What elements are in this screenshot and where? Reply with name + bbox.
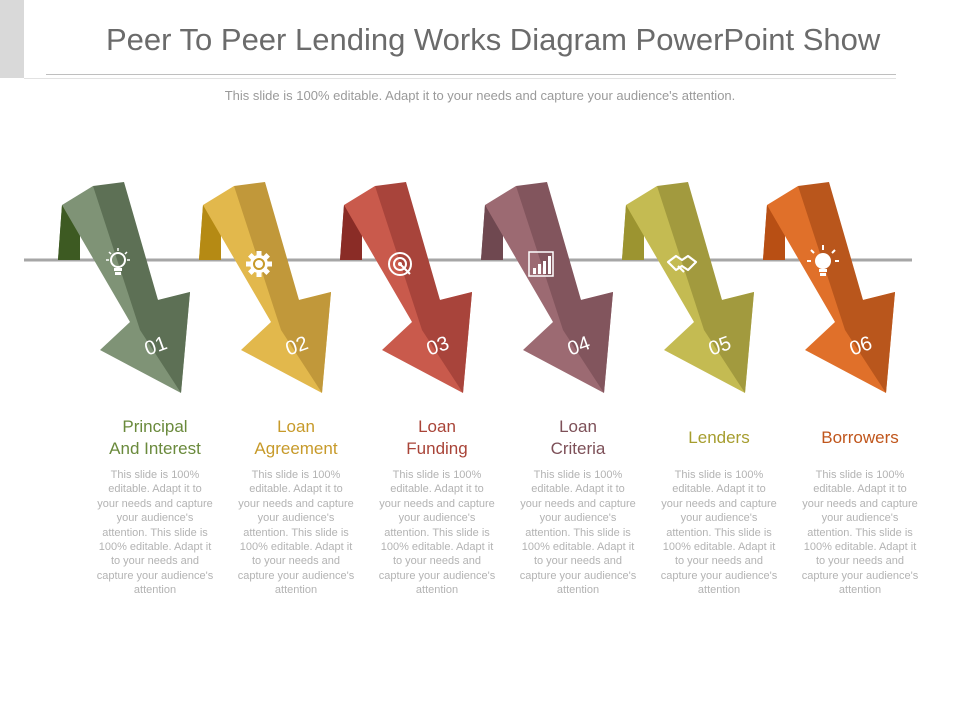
step-label-line1: Borrowers [821, 428, 899, 447]
arrow-step-5: 05 [622, 182, 754, 393]
step-label-line1: Loan [418, 417, 456, 436]
bar-chart-icon [528, 251, 554, 277]
arrow-step-3: 03 [340, 182, 472, 393]
step-description: This slide is 100% editable. Adapt it to… [660, 469, 778, 597]
arrow-shade [657, 182, 754, 393]
title-divider [46, 74, 896, 75]
arrow-shade [375, 182, 472, 393]
step-label-line1: Lenders [688, 428, 750, 447]
step-description: This slide is 100% editable. Adapt it to… [237, 469, 355, 597]
step-label-line2: And Interest [109, 439, 201, 458]
arrow-shade [798, 182, 895, 393]
step-label-line1: Loan [559, 417, 597, 436]
gear-icon [246, 251, 272, 277]
step-label: Borrowers [795, 427, 925, 449]
lightbulb-icon [106, 248, 130, 275]
title-divider-shadow [24, 78, 896, 79]
arrow-step-6: 06 [763, 182, 895, 393]
arrow-shade [234, 182, 331, 393]
step-label-line2: Criteria [550, 439, 606, 458]
page-subtitle: This slide is 100% editable. Adapt it to… [224, 88, 736, 103]
target-icon [388, 252, 412, 276]
arrow-shade [516, 182, 613, 393]
step-description: This slide is 100% editable. Adapt it to… [96, 469, 214, 597]
step-label-line1: Principal [122, 417, 188, 436]
arrow-shade [93, 182, 190, 393]
step-description: This slide is 100% editable. Adapt it to… [378, 469, 496, 597]
lightbulb-rays-icon [807, 245, 839, 276]
handshake-icon [666, 254, 698, 273]
arrow-step-4: 04 [481, 182, 613, 393]
step-label-line1: Loan [277, 417, 315, 436]
page-title: Peer To Peer Lending Works Diagram Power… [106, 22, 881, 57]
step-description: This slide is 100% editable. Adapt it to… [801, 469, 919, 597]
step-label-line2: Agreement [254, 439, 338, 458]
arrow-step-1: 01 [58, 182, 190, 393]
arrow-step-2: 02 [199, 182, 331, 393]
corner-accent [0, 0, 24, 78]
step-label-line2: Funding [406, 439, 468, 458]
step-description: This slide is 100% editable. Adapt it to… [519, 469, 637, 597]
step-label: Lenders [654, 427, 784, 449]
